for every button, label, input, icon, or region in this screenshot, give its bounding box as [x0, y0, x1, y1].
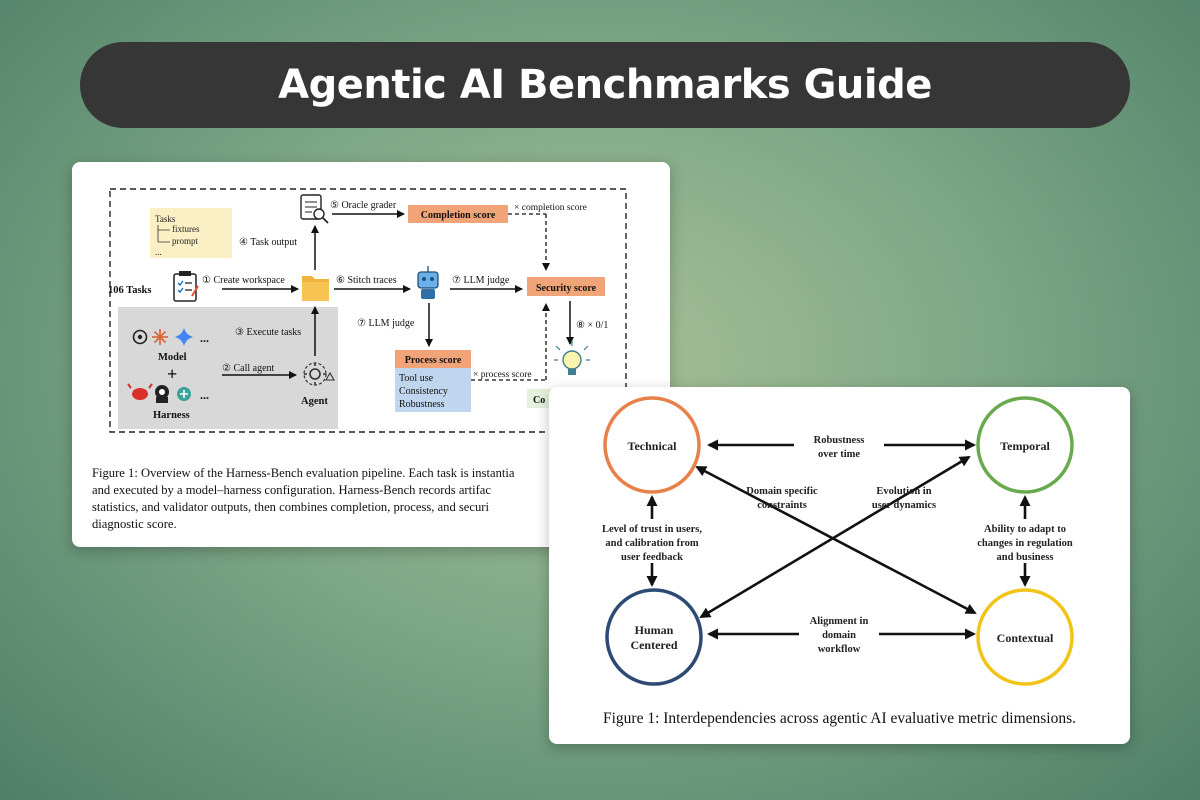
tasks-item-prompt: prompt	[172, 236, 198, 246]
process-score-label: Process score	[405, 355, 462, 366]
agent-gear-icon	[303, 362, 335, 386]
completion-score-box	[408, 205, 508, 223]
crab-logo-icon	[127, 383, 153, 400]
model-label: Model	[158, 352, 187, 363]
completion-multiplier: × completion score	[514, 203, 587, 213]
process-item-consistency: Consistency	[399, 386, 448, 397]
document-magnifier-icon	[300, 194, 329, 224]
node-temporal	[976, 396, 1074, 494]
gemini-logo-icon	[175, 328, 193, 346]
agent-label: Agent	[301, 396, 328, 407]
label-evolution-2: user dynamics	[872, 500, 936, 511]
dimensions-diagram: Technical Temporal Human Centered Contex…	[599, 396, 1081, 686]
step-oracle-grader: ⑤ Oracle grader	[330, 200, 397, 211]
edge-evolution	[699, 455, 971, 619]
openai-logo-icon	[132, 329, 148, 345]
harness-tool-logo-icon	[177, 387, 191, 401]
node-contextual	[976, 588, 1074, 686]
step-task-output: ④ Task output	[239, 237, 297, 248]
model-more-ellipsis: ...	[200, 331, 209, 345]
label-trust-1: Level of trust in users,	[602, 524, 702, 535]
node-human-label-1: Human	[635, 623, 674, 637]
step-execute-tasks: ③ Execute tasks	[235, 327, 301, 338]
task-count-label: 106 Tasks	[108, 285, 152, 296]
security-score-box	[527, 277, 605, 296]
folder-icon	[302, 276, 329, 301]
step-stitch-traces: ⑥ Stitch traces	[336, 275, 397, 286]
label-domain-2: constraints	[757, 500, 807, 511]
caption-line: diagnostic score.	[92, 517, 177, 531]
dimensions-figure-card: Technical Temporal Human Centered Contex…	[549, 387, 1130, 744]
tasks-item-fixtures: fixtures	[172, 224, 200, 234]
pipeline-figure-card: Tasks fixtures prompt ... 106 Tasks ① Cr…	[72, 162, 670, 547]
node-human-label-2: Centered	[630, 638, 677, 652]
harness-more-ellipsis: ...	[200, 388, 209, 402]
label-robustness-2: over time	[818, 449, 860, 460]
tasks-box-title: Tasks	[155, 214, 176, 224]
node-human-centered	[605, 588, 703, 686]
node-temporal-label: Temporal	[1000, 439, 1050, 453]
caption-line: and executed by a model–harness configur…	[92, 483, 491, 497]
pipeline-diagram: Tasks fixtures prompt ... 106 Tasks ① Cr…	[108, 188, 627, 433]
node-technical	[603, 396, 701, 494]
dimensions-caption: Figure 1: Interdependencies across agent…	[602, 710, 1077, 727]
process-item-tool-use: Tool use	[399, 373, 434, 384]
label-adapt-2: changes in regulation	[977, 538, 1073, 549]
completion-score-label: Completion score	[421, 210, 496, 221]
caption-line: statistics, and validator outputs, then …	[92, 500, 489, 514]
caption-line: Figure 1: Overview of the Harness-Bench …	[92, 466, 515, 480]
label-evolution-1: Evolution in	[876, 486, 931, 497]
page-title: Agentic AI Benchmarks Guide	[278, 62, 932, 108]
step-call-agent: ② Call agent	[222, 363, 275, 374]
security-score-label: Security score	[536, 283, 597, 294]
title-banner: Agentic AI Benchmarks Guide	[80, 42, 1130, 128]
label-robustness-1: Robustness	[814, 435, 865, 446]
pipeline-caption: Figure 1: Overview of the Harness-Bench …	[92, 465, 652, 533]
label-align-2: domain	[822, 630, 856, 641]
label-align-3: workflow	[818, 644, 861, 655]
label-trust-3: user feedback	[621, 552, 683, 563]
label-adapt-3: and business	[997, 552, 1054, 563]
robot-judge-icon	[417, 266, 439, 299]
tasks-item-more: ...	[155, 247, 162, 257]
node-technical-label: Technical	[628, 439, 678, 453]
step-final-multiply: ⑧ × 0/1	[576, 320, 608, 331]
label-align-1: Alignment in	[810, 616, 869, 627]
tasks-box	[150, 208, 232, 258]
step-llm-judge-left: ⑦ LLM judge	[357, 318, 415, 329]
label-domain-1: Domain specific	[746, 486, 818, 497]
step-create-workspace: ① Create workspace	[202, 275, 285, 286]
label-trust-2: and calibration from	[605, 538, 698, 549]
label-adapt-1: Ability to adapt to	[984, 524, 1066, 535]
plus-sign: +	[167, 364, 177, 384]
model-harness-panel	[118, 307, 338, 429]
process-items-box	[395, 368, 471, 412]
claude-logo-icon	[152, 329, 168, 345]
clipboard-icon	[173, 271, 199, 302]
process-multiplier: × process score	[473, 370, 532, 380]
node-contextual-label: Contextual	[997, 631, 1054, 645]
final-score-label: Co	[533, 395, 545, 406]
lightbulb-icon	[554, 341, 590, 375]
hermes-logo-icon	[155, 385, 169, 403]
step-llm-judge-top: ⑦ LLM judge	[452, 275, 510, 286]
edge-domain-constraints	[695, 465, 977, 615]
process-score-box	[395, 350, 471, 368]
harness-label: Harness	[153, 410, 190, 421]
process-item-robustness: Robustness	[399, 399, 445, 410]
